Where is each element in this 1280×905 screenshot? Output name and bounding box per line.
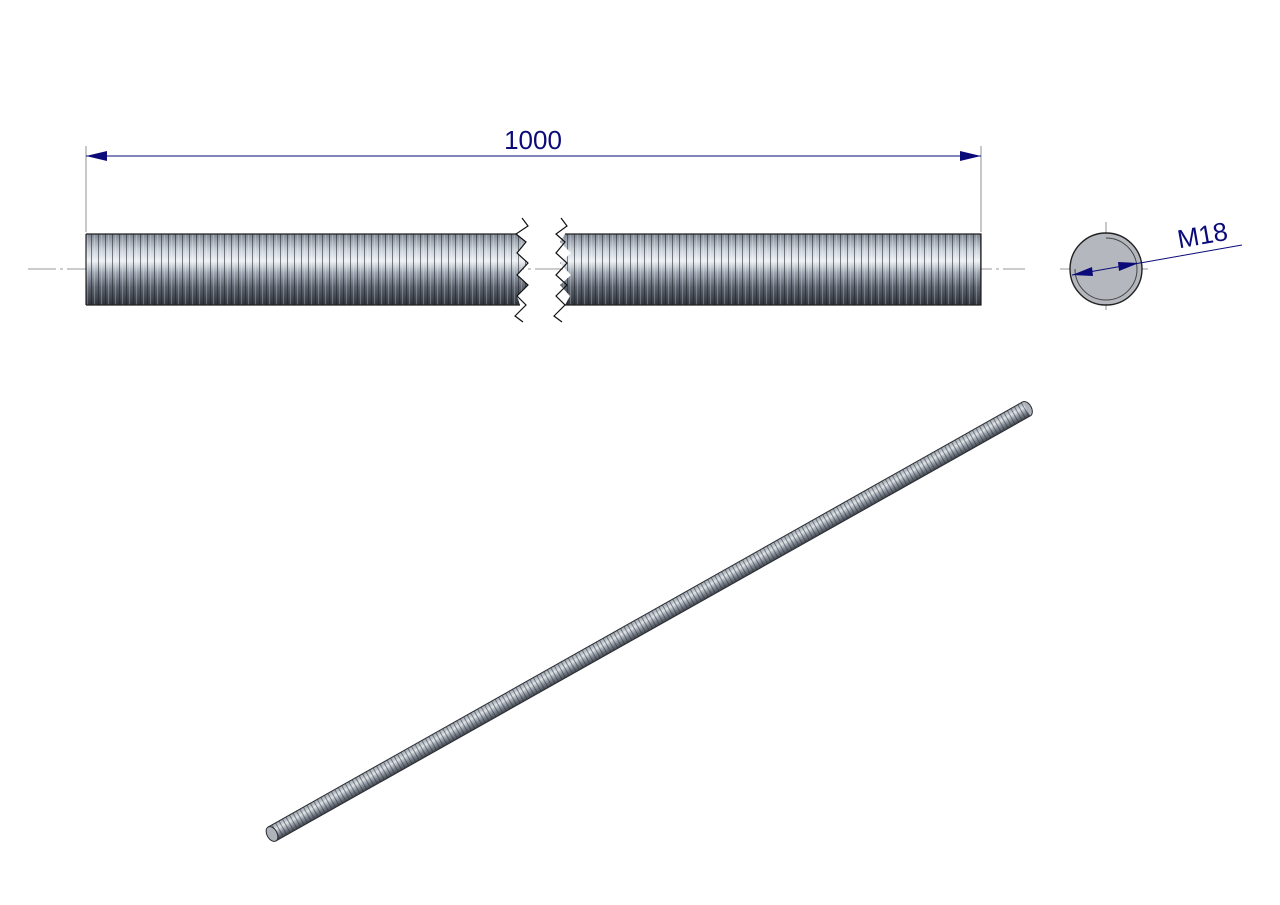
iso-rod-end-near	[265, 826, 279, 842]
iso-rod-end-far	[1022, 401, 1033, 417]
dimension-arrow-left-icon	[86, 151, 107, 161]
length-dimension-label: 1000	[504, 125, 562, 155]
break-line-right	[553, 217, 568, 323]
length-dimension: 1000	[85, 125, 982, 232]
iso-rod-thread	[268, 401, 1031, 841]
isometric-view	[265, 401, 1033, 842]
thread-dimension-arrow-right-icon	[1118, 262, 1139, 271]
rod-right-segment	[560, 233, 982, 306]
front-view: 1000	[28, 125, 1025, 323]
break-line-left	[514, 217, 529, 323]
end-view: M18	[1060, 216, 1243, 312]
thread-dimension-arrow-left-icon	[1072, 267, 1093, 276]
rod-left-segment	[85, 233, 528, 306]
dimension-arrow-right-icon	[960, 151, 981, 161]
end-view-thread-root-arc	[1074, 237, 1138, 301]
